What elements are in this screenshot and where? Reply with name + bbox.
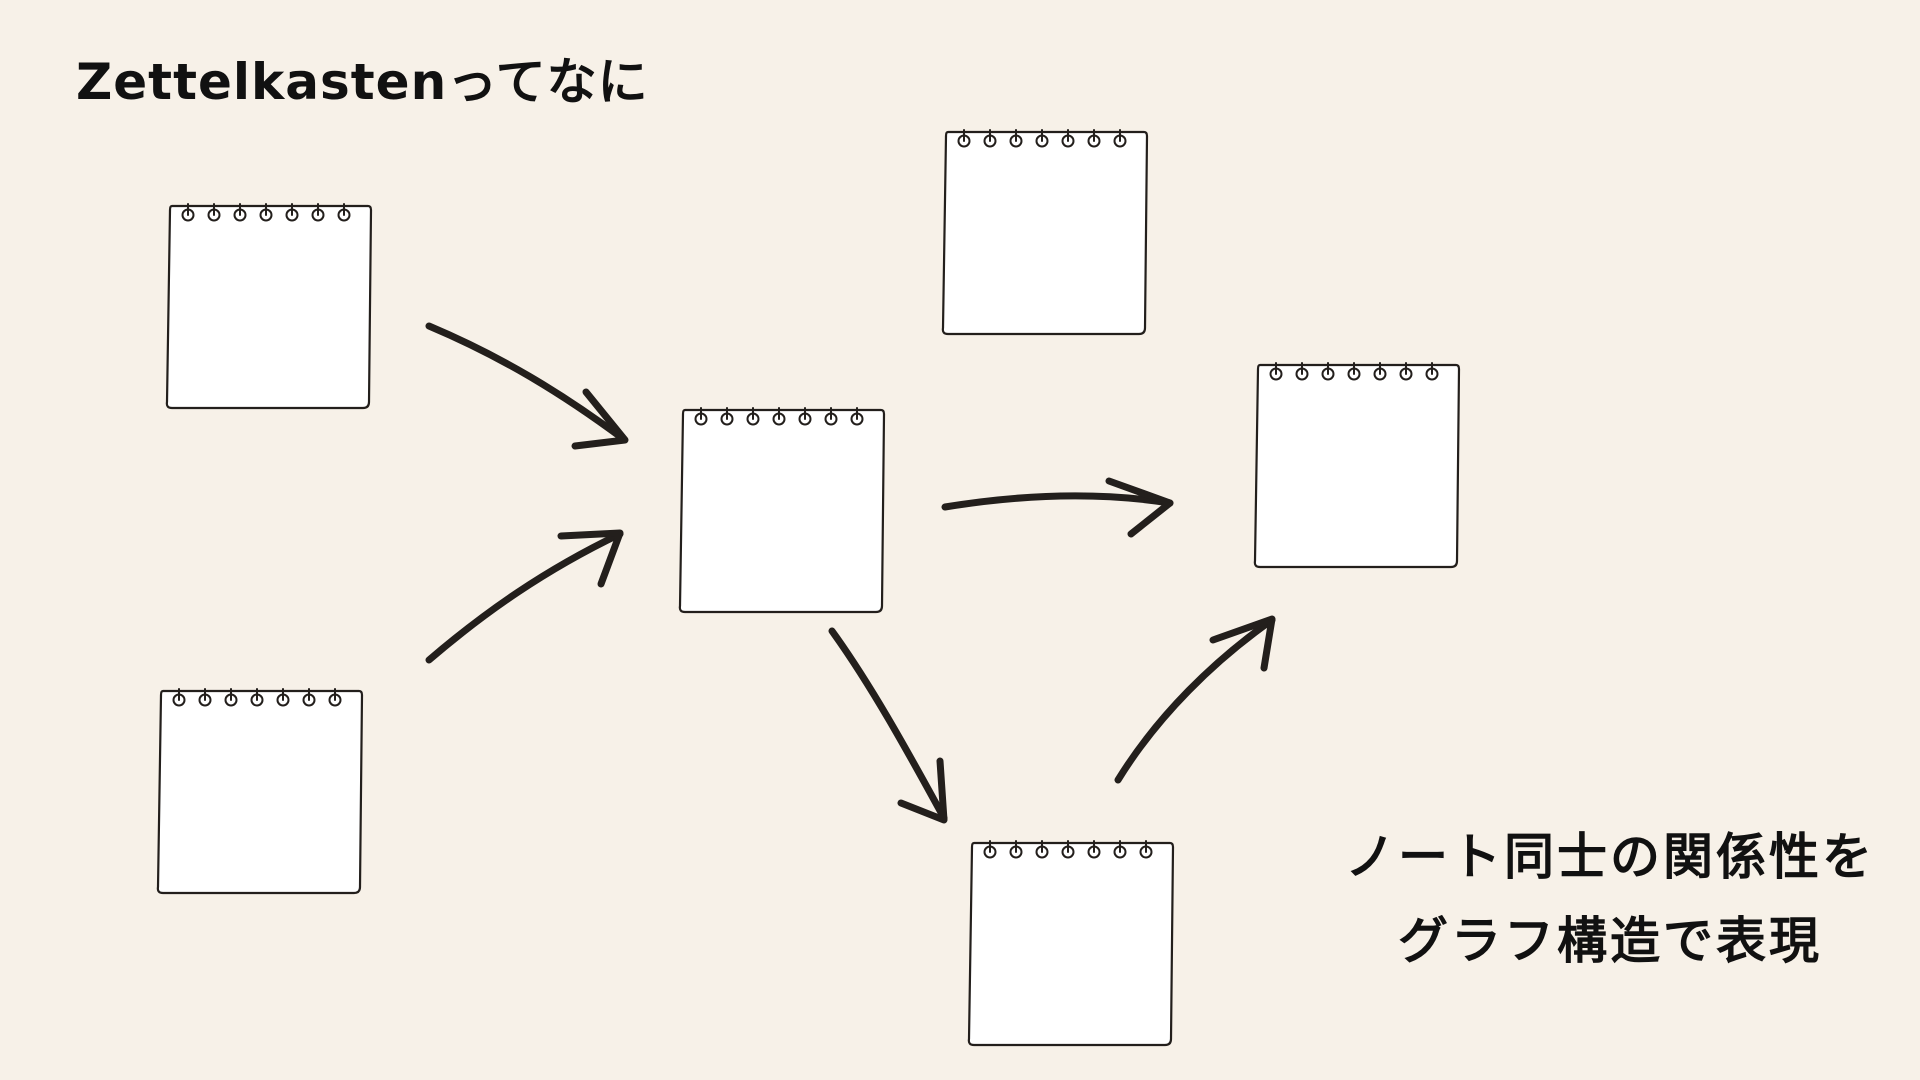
caption-line-2: グラフ構造で表現 (1398, 912, 1822, 970)
arrow-a-to-c (425, 322, 629, 450)
note-b[interactable] (156, 687, 364, 895)
arrow-c-to-e (941, 477, 1174, 538)
arrow-f-to-e (1114, 615, 1276, 784)
caption: ノート同士の関係性を グラフ構造で表現 (1310, 815, 1910, 983)
arrow-c-to-f (828, 627, 948, 824)
note-f[interactable] (967, 839, 1175, 1047)
note-d[interactable] (941, 128, 1149, 336)
page-title: Zettelkastenってなに (76, 53, 649, 111)
caption-line-1: ノート同士の関係性を (1345, 828, 1875, 886)
note-c[interactable] (678, 406, 886, 614)
note-e[interactable] (1253, 361, 1461, 569)
arrow-b-to-c (425, 529, 624, 664)
note-a[interactable] (165, 202, 373, 410)
